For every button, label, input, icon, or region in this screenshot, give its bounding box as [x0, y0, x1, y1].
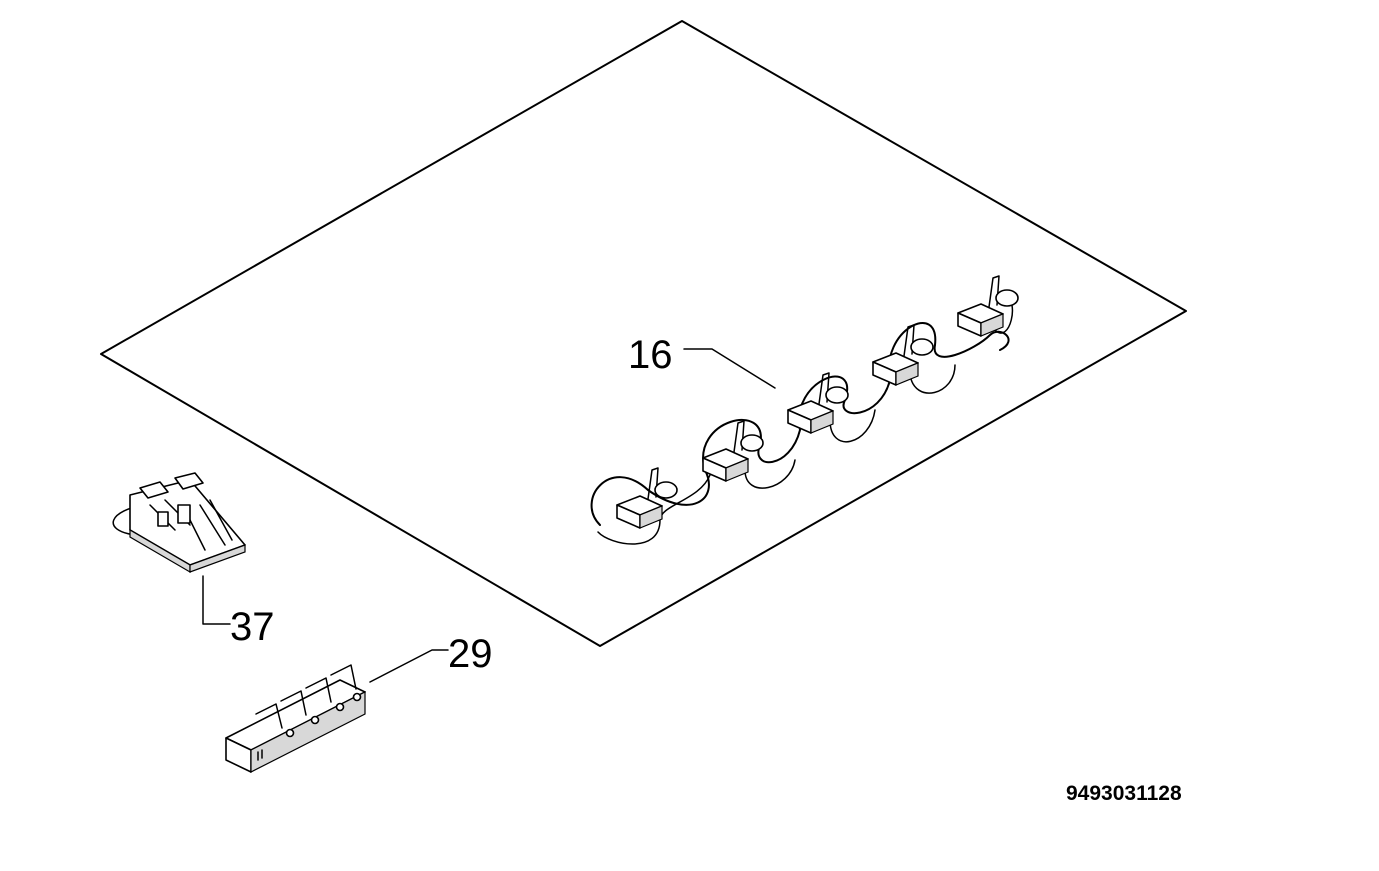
ignition-switch-2: [702, 420, 764, 482]
terminal-block-part: [225, 664, 366, 773]
callout-29-label: 29: [448, 632, 493, 676]
callout-37-leader: [202, 575, 231, 625]
document-code: 9493031128: [1066, 782, 1182, 805]
ignition-switch-1: [616, 467, 678, 529]
ignition-switch-5: [957, 275, 1019, 337]
callout-16-leader: [683, 348, 776, 389]
ignition-switch-4: [872, 324, 934, 386]
callout-37-label: 37: [230, 605, 275, 649]
callout-16-label: 16: [628, 333, 673, 377]
hob-panel-outline: [100, 20, 1187, 647]
ignition-harness-cable: [590, 322, 1010, 526]
ignition-generator-part: [112, 472, 246, 574]
callout-29-leader: [369, 649, 449, 683]
ignition-switch-3: [787, 372, 849, 434]
